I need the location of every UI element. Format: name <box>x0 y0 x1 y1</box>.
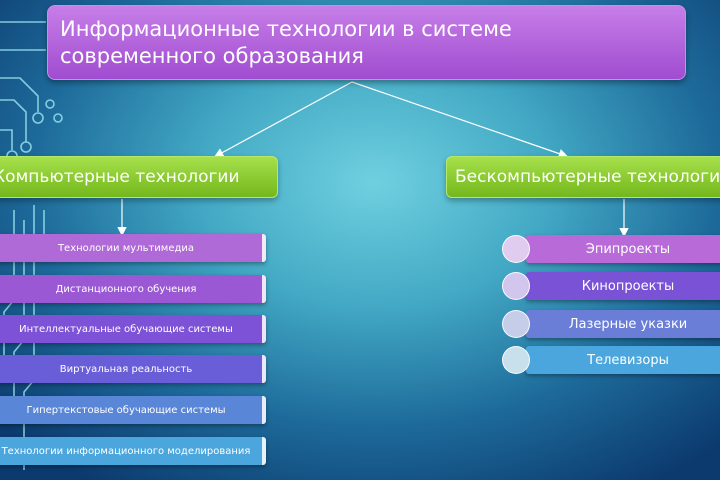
item-hypertext-systems: Гипертекстовые обучающие системы <box>0 396 266 424</box>
item-televisions: Телевизоры <box>526 346 720 374</box>
bullet-circle <box>502 235 530 263</box>
bullet-circle <box>502 346 530 374</box>
item-distance-learning: Дистанционного обучения <box>0 275 266 303</box>
item-intelligent-systems: Интеллектуальные обучающие системы <box>0 315 266 343</box>
item-epiprojects: Эпипроекты <box>526 235 720 263</box>
item-virtual-reality: Виртуальная реальность <box>0 355 266 383</box>
bullet-circle <box>502 310 530 338</box>
diagram-title: Информационные технологии в системе совр… <box>47 5 686 80</box>
arrow-title-to-computer <box>213 81 353 158</box>
bullet-circle <box>502 272 530 300</box>
arrow-title-to-noncomputer <box>351 81 569 159</box>
item-laser-pointers: Лазерные указки <box>526 310 720 338</box>
category-computer-technologies: Компьютерные технологии <box>0 156 278 198</box>
item-multimedia: Технологии мультимедиа <box>0 234 266 262</box>
item-information-modeling: Технологии информационного моделирования <box>0 437 266 465</box>
item-film-projectors: Кинопроекты <box>526 272 720 300</box>
category-noncomputer-technologies: Бескомпьютерные технологии <box>446 156 720 198</box>
